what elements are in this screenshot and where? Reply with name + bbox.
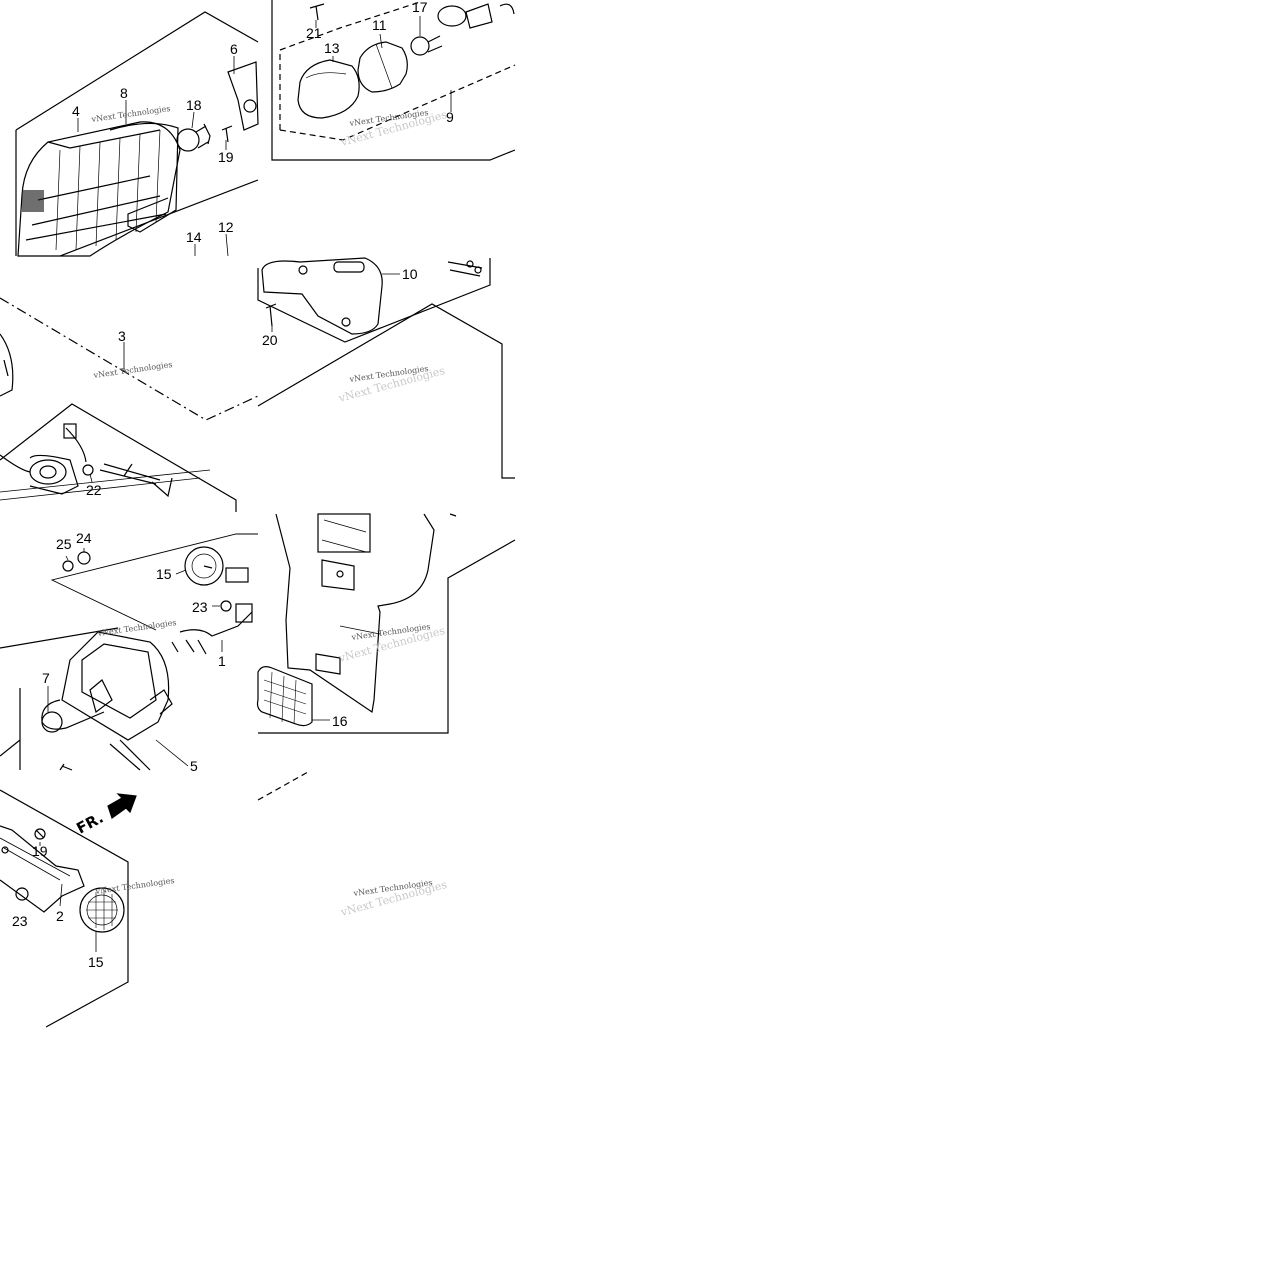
plate-6 bbox=[227, 61, 259, 131]
reflector-16 bbox=[256, 666, 313, 727]
watermarks: vNext Technologies vNext Technologies vN… bbox=[90, 104, 449, 919]
lamp-housing bbox=[61, 631, 170, 741]
side-reflector-15 bbox=[79, 887, 125, 933]
callout-15a: 15 bbox=[156, 566, 172, 582]
panel-bracket bbox=[0, 297, 259, 512]
callout-19b: 19 bbox=[32, 843, 48, 859]
callout-17: 17 bbox=[412, 0, 428, 15]
bulb-18 bbox=[176, 128, 200, 152]
callout-23a: 23 bbox=[192, 599, 208, 615]
callout-15b: 15 bbox=[88, 954, 104, 970]
callout-12: 12 bbox=[218, 219, 234, 235]
rear-fender bbox=[275, 513, 435, 714]
callout-5: 5 bbox=[190, 758, 198, 774]
callout-21: 21 bbox=[306, 25, 322, 41]
panel-lamp-unit bbox=[0, 533, 258, 771]
callout-24: 24 bbox=[76, 530, 92, 546]
turnsignal-housing bbox=[357, 41, 408, 93]
callout-6: 6 bbox=[230, 41, 238, 57]
panel-fender bbox=[256, 513, 516, 734]
panel-side-reflector bbox=[0, 771, 309, 1028]
callout-8: 8 bbox=[120, 85, 128, 101]
callout-7: 7 bbox=[42, 670, 50, 686]
front-arrow-icon bbox=[107, 793, 137, 819]
svg-text:vNext Technologies: vNext Technologies bbox=[94, 876, 175, 896]
panel-plate-bracket bbox=[257, 257, 515, 479]
callout-22: 22 bbox=[86, 482, 102, 498]
taillight-lens bbox=[17, 121, 181, 257]
callout-23b: 23 bbox=[12, 913, 28, 929]
callout-1: 1 bbox=[218, 653, 226, 669]
panel-taillight bbox=[15, 11, 259, 257]
rubber-7 bbox=[41, 711, 63, 733]
callout-3: 3 bbox=[118, 328, 126, 344]
callout-19a: 19 bbox=[218, 149, 234, 165]
callout-10: 10 bbox=[402, 266, 418, 282]
callout-13: 13 bbox=[324, 40, 340, 56]
callout-14: 14 bbox=[186, 229, 202, 245]
callout-4: 4 bbox=[72, 103, 80, 119]
front-indicator-label: FR. bbox=[73, 809, 106, 838]
callout-16: 16 bbox=[332, 713, 348, 729]
callout-2: 2 bbox=[56, 908, 64, 924]
callout-9: 9 bbox=[446, 109, 454, 125]
callout-18: 18 bbox=[186, 97, 202, 113]
svg-text:vNext Technologies: vNext Technologies bbox=[90, 104, 171, 124]
socket-22 bbox=[29, 459, 67, 485]
reflector-15 bbox=[184, 546, 224, 586]
license-bracket bbox=[261, 257, 383, 335]
panel-turnsignal bbox=[271, 0, 516, 161]
callout-25: 25 bbox=[56, 536, 72, 552]
callout-20: 20 bbox=[262, 332, 278, 348]
turnsignal-lens bbox=[297, 59, 360, 119]
callout-11: 11 bbox=[372, 17, 387, 33]
